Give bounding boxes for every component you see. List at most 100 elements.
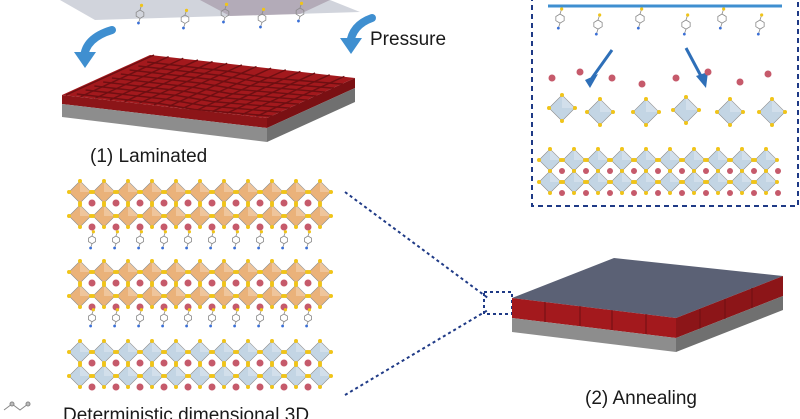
octahedron xyxy=(115,283,141,309)
octahedron xyxy=(91,259,117,285)
organic-molecule-icon xyxy=(717,7,727,30)
octahedron xyxy=(307,179,333,205)
inset-3d-lattice xyxy=(537,147,781,196)
organic-molecule-icon xyxy=(3,401,31,411)
organic-molecule-icon xyxy=(280,230,288,250)
octahedron xyxy=(307,339,333,365)
laminated-slab xyxy=(62,54,355,142)
octahedron xyxy=(163,363,189,389)
octahedron xyxy=(67,203,93,229)
organic-molecule-icon xyxy=(208,230,216,250)
octahedron xyxy=(211,179,237,205)
octahedron xyxy=(235,203,261,229)
octahedron xyxy=(633,147,659,173)
octahedron xyxy=(139,203,165,229)
octahedron xyxy=(307,203,333,229)
annealing-label: (2) Annealing xyxy=(585,388,697,409)
octahedron xyxy=(631,97,661,127)
layered-lattice xyxy=(67,179,333,391)
octahedron xyxy=(211,283,237,309)
octahedron xyxy=(753,169,779,195)
organic-molecule-icon xyxy=(555,7,565,30)
octahedron xyxy=(585,169,611,195)
octahedron xyxy=(187,179,213,205)
organic-molecule-icon xyxy=(256,308,264,328)
octahedron xyxy=(139,283,165,309)
inset-frame xyxy=(531,0,799,207)
octahedron xyxy=(259,283,285,309)
caption-partial: Deterministic dimensional 3D xyxy=(63,405,310,419)
octahedron xyxy=(211,259,237,285)
octahedron xyxy=(681,169,707,195)
organic-molecule-icon xyxy=(160,308,168,328)
octahedron xyxy=(283,363,309,389)
octahedron xyxy=(633,169,659,195)
organic-molecule-icon xyxy=(208,308,216,328)
organic-molecule-icon xyxy=(160,230,168,250)
octahedron xyxy=(547,93,577,123)
octahedron xyxy=(561,169,587,195)
octahedron xyxy=(307,283,333,309)
octahedron xyxy=(187,339,213,365)
zoom-lines xyxy=(344,191,513,396)
organic-molecule-icon xyxy=(88,308,96,328)
octahedron xyxy=(91,339,117,365)
octahedron xyxy=(609,169,635,195)
pressing-sheet xyxy=(60,0,360,20)
organic-molecule-icon xyxy=(135,3,145,25)
octahedron xyxy=(187,203,213,229)
organic-molecule-icon-row xyxy=(555,7,765,36)
octahedron xyxy=(235,283,261,309)
cation-row xyxy=(548,68,772,88)
organic-molecule-icon xyxy=(280,308,288,328)
pressure-arrows xyxy=(74,14,376,68)
octahedron xyxy=(139,259,165,285)
organic-molecule-icon xyxy=(232,308,240,328)
octahedron xyxy=(307,363,333,389)
octahedron xyxy=(67,363,93,389)
octahedron xyxy=(67,339,93,365)
octahedron xyxy=(91,283,117,309)
inset-arrows xyxy=(585,47,708,88)
organic-molecule-icon-row xyxy=(135,1,305,30)
octahedron xyxy=(585,97,615,127)
octahedron xyxy=(259,203,285,229)
organic-molecule-icon xyxy=(304,230,312,250)
octahedron xyxy=(211,339,237,365)
organic-molecule-icon xyxy=(112,308,120,328)
octahedron xyxy=(609,147,635,173)
organic-molecule-icon xyxy=(304,308,312,328)
organic-molecule-icon xyxy=(256,230,264,250)
octahedron xyxy=(283,203,309,229)
octahedron xyxy=(91,203,117,229)
octahedron xyxy=(537,169,563,195)
organic-molecule-icon xyxy=(184,308,192,328)
octahedron xyxy=(115,259,141,285)
organic-molecule-icon xyxy=(681,13,691,36)
octahedron xyxy=(705,169,731,195)
laminated-label: (1) Laminated xyxy=(90,146,208,167)
organic-molecule-icon xyxy=(635,7,645,30)
organic-molecule-icon xyxy=(88,230,96,250)
octahedron xyxy=(163,203,189,229)
octahedron xyxy=(283,179,309,205)
organic-molecule-icon xyxy=(136,308,144,328)
organic-molecule-icon xyxy=(180,8,190,30)
octahedron xyxy=(307,259,333,285)
octahedron xyxy=(715,97,745,127)
octahedron xyxy=(259,363,285,389)
octahedron xyxy=(671,95,701,125)
octahedron xyxy=(757,97,787,127)
organic-molecule-icon xyxy=(295,1,305,23)
annealed-slab xyxy=(512,258,783,352)
organic-molecule-icon xyxy=(112,230,120,250)
octahedron xyxy=(115,363,141,389)
organic-molecule-icon xyxy=(184,230,192,250)
organic-molecule-icon xyxy=(136,230,144,250)
pressure-label: Pressure xyxy=(370,29,447,50)
octahedron xyxy=(91,363,117,389)
octahedron xyxy=(259,179,285,205)
organic-molecule-icon xyxy=(593,13,603,36)
